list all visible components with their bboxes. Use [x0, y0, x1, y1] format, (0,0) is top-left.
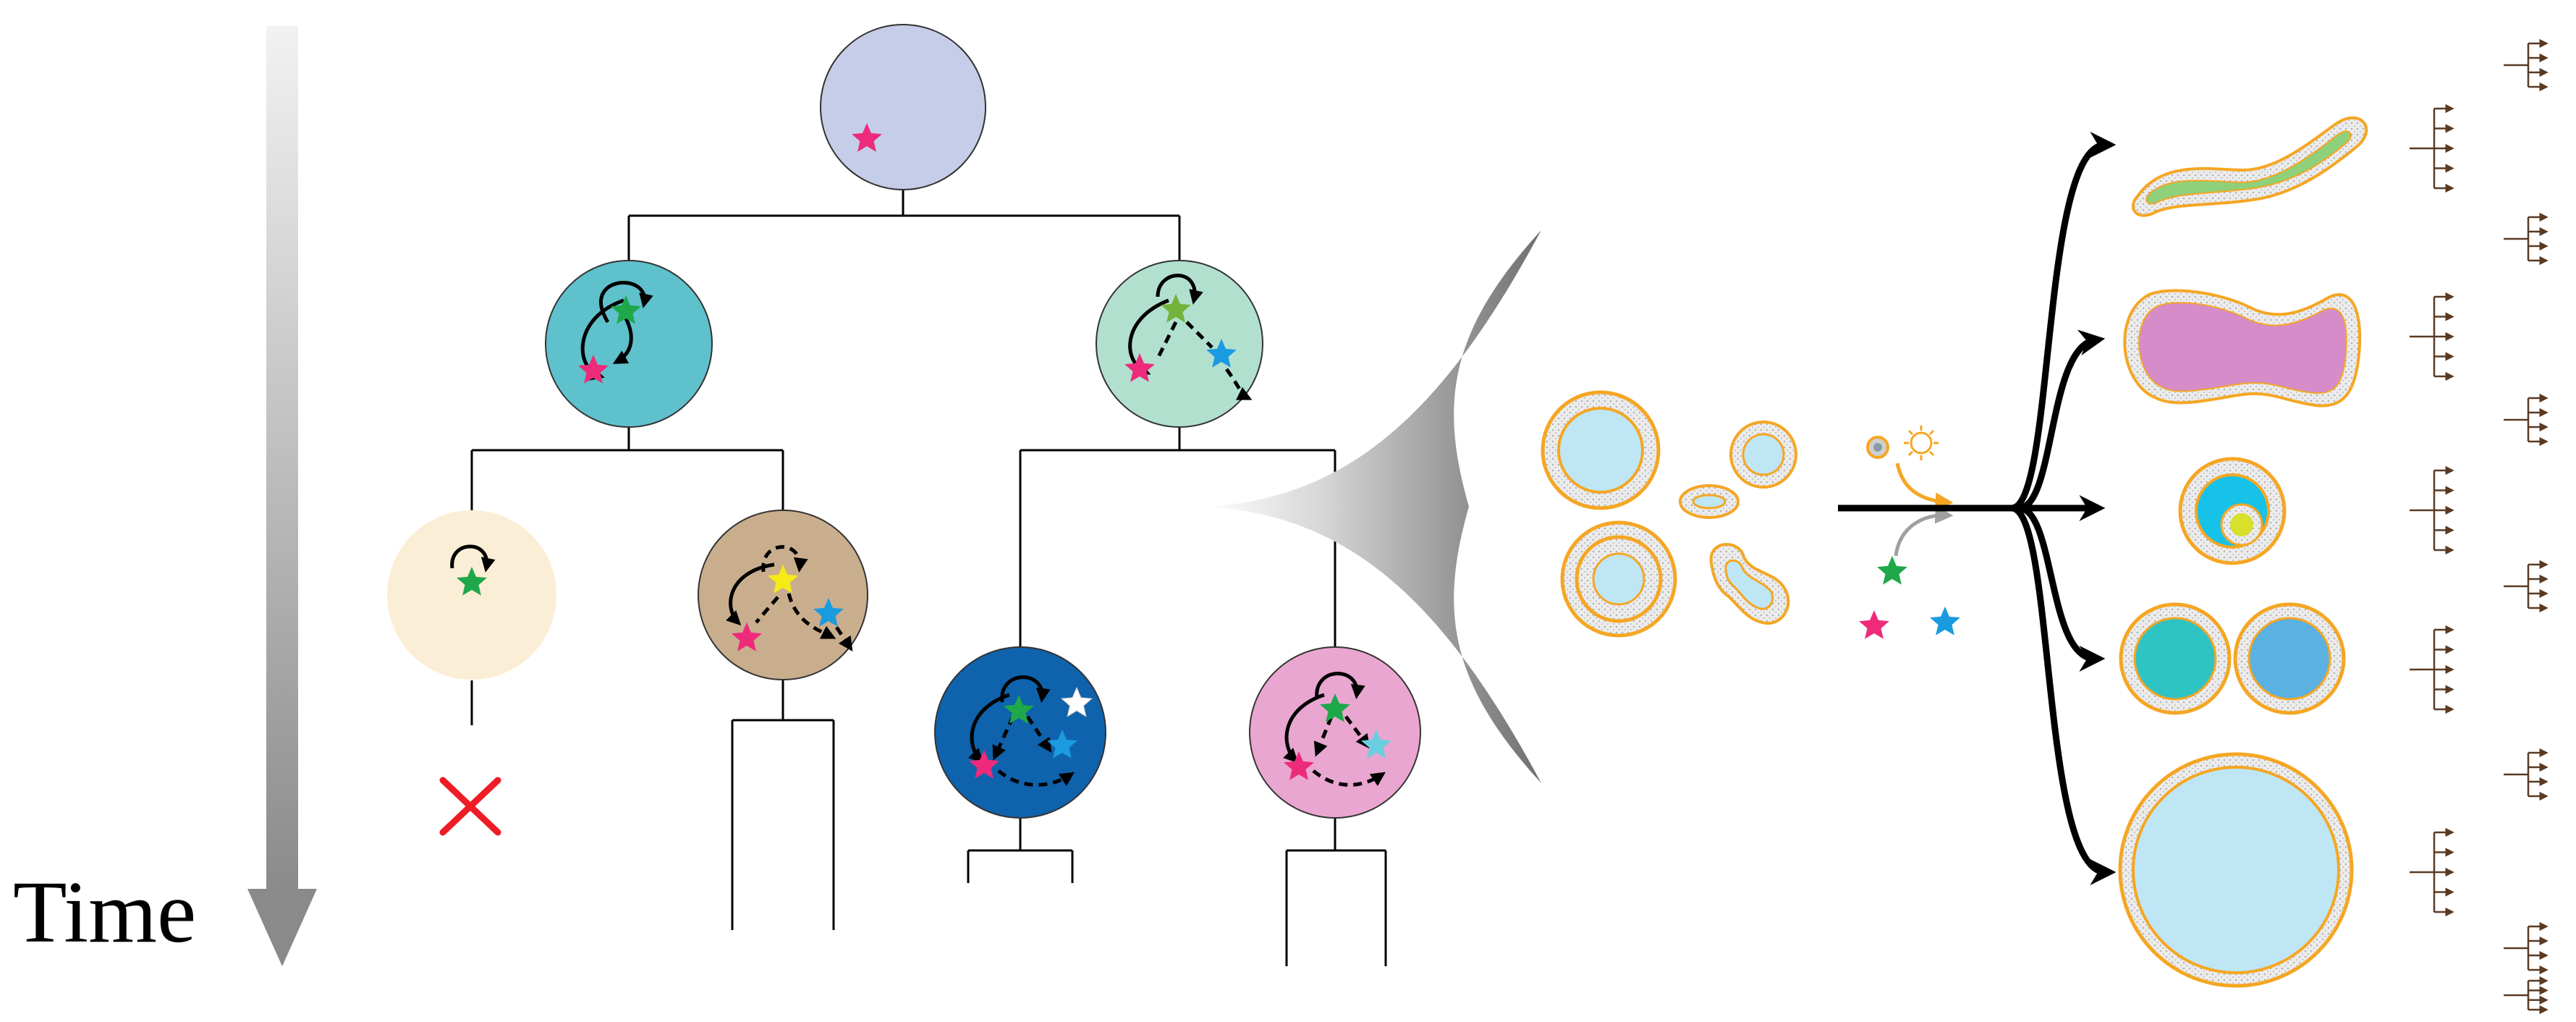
star-icon: [611, 295, 641, 324]
star-icon: [1060, 686, 1093, 717]
cell-tan: [698, 510, 868, 680]
star-icon: [1206, 339, 1237, 368]
star-icon: [1320, 693, 1350, 722]
zoom-cone: [1205, 230, 1541, 783]
branching-tree-icon: [2504, 748, 2549, 801]
branching-tree-icon-group: [2410, 38, 2549, 1015]
star-icon: [1047, 730, 1077, 759]
evolved-protocell-peanut: [2123, 289, 2362, 407]
ancestor-cell: [820, 24, 986, 190]
star-icon: [1930, 607, 1960, 635]
branching-tree-icon: [2410, 827, 2454, 917]
branching-tree-icon: [2504, 976, 2549, 1015]
star-icon: [1859, 610, 1889, 639]
star-icon: [1361, 730, 1391, 759]
branching-tree-icon: [2504, 559, 2549, 613]
star-icon: [969, 750, 999, 779]
star-icon: [768, 565, 798, 594]
branching-tree-icon: [2504, 921, 2549, 975]
evolved-protocell-worm: [2131, 116, 2368, 217]
evolved-protocell-nested: [2178, 457, 2287, 565]
cell-cream: [387, 510, 556, 680]
x-mark-icon: [439, 777, 501, 836]
branching-tree-icon: [2504, 38, 2549, 92]
cell-teal: [545, 260, 713, 428]
branching-tree-icon: [2410, 465, 2454, 555]
environmental-inputs: [1866, 426, 1954, 557]
branching-tree-icon: [2504, 393, 2549, 447]
star-icon: [1284, 751, 1314, 780]
evolved-protocell-large: [2118, 752, 2354, 988]
star-icon: [732, 622, 762, 651]
evolved-protocell-dividing: [2119, 602, 2346, 715]
star-icon: [1877, 556, 1907, 585]
cell-navy: [934, 646, 1106, 819]
selection-arrows: [1838, 132, 2117, 885]
star-icon: [1161, 294, 1191, 323]
branching-tree-icon: [2410, 104, 2454, 193]
star-icon-group: [457, 123, 1960, 780]
star-icon: [457, 567, 487, 596]
branching-tree-icon: [2504, 212, 2549, 266]
star-icon: [1004, 695, 1034, 724]
star-icon: [813, 598, 844, 627]
star-icon: [1124, 353, 1155, 382]
protocell-population: [1541, 390, 1797, 638]
branching-tree-icon: [2410, 292, 2454, 381]
time-arrow: [247, 26, 317, 966]
star-icon: [852, 123, 882, 152]
cell-pink: [1249, 646, 1421, 819]
cell-mint: [1096, 260, 1263, 428]
star-icon: [578, 355, 609, 384]
time-axis-label: Time: [13, 863, 197, 961]
branching-tree-icon: [2410, 625, 2454, 714]
